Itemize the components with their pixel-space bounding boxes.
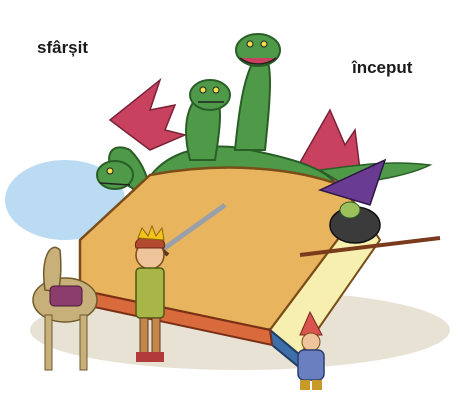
horse-figure xyxy=(32,246,98,371)
gnome-figure xyxy=(297,310,325,390)
sky-splash xyxy=(5,160,125,240)
witch-figure xyxy=(299,158,441,257)
label-sfarsit: sfârșit xyxy=(37,38,89,57)
knight-figure xyxy=(135,202,227,362)
dragon-head-middle xyxy=(189,79,231,111)
dragon-head-left xyxy=(96,160,134,190)
label-inceput: început xyxy=(352,58,413,77)
dragon-wing-left xyxy=(108,77,188,151)
dragon-head-right xyxy=(235,33,281,67)
